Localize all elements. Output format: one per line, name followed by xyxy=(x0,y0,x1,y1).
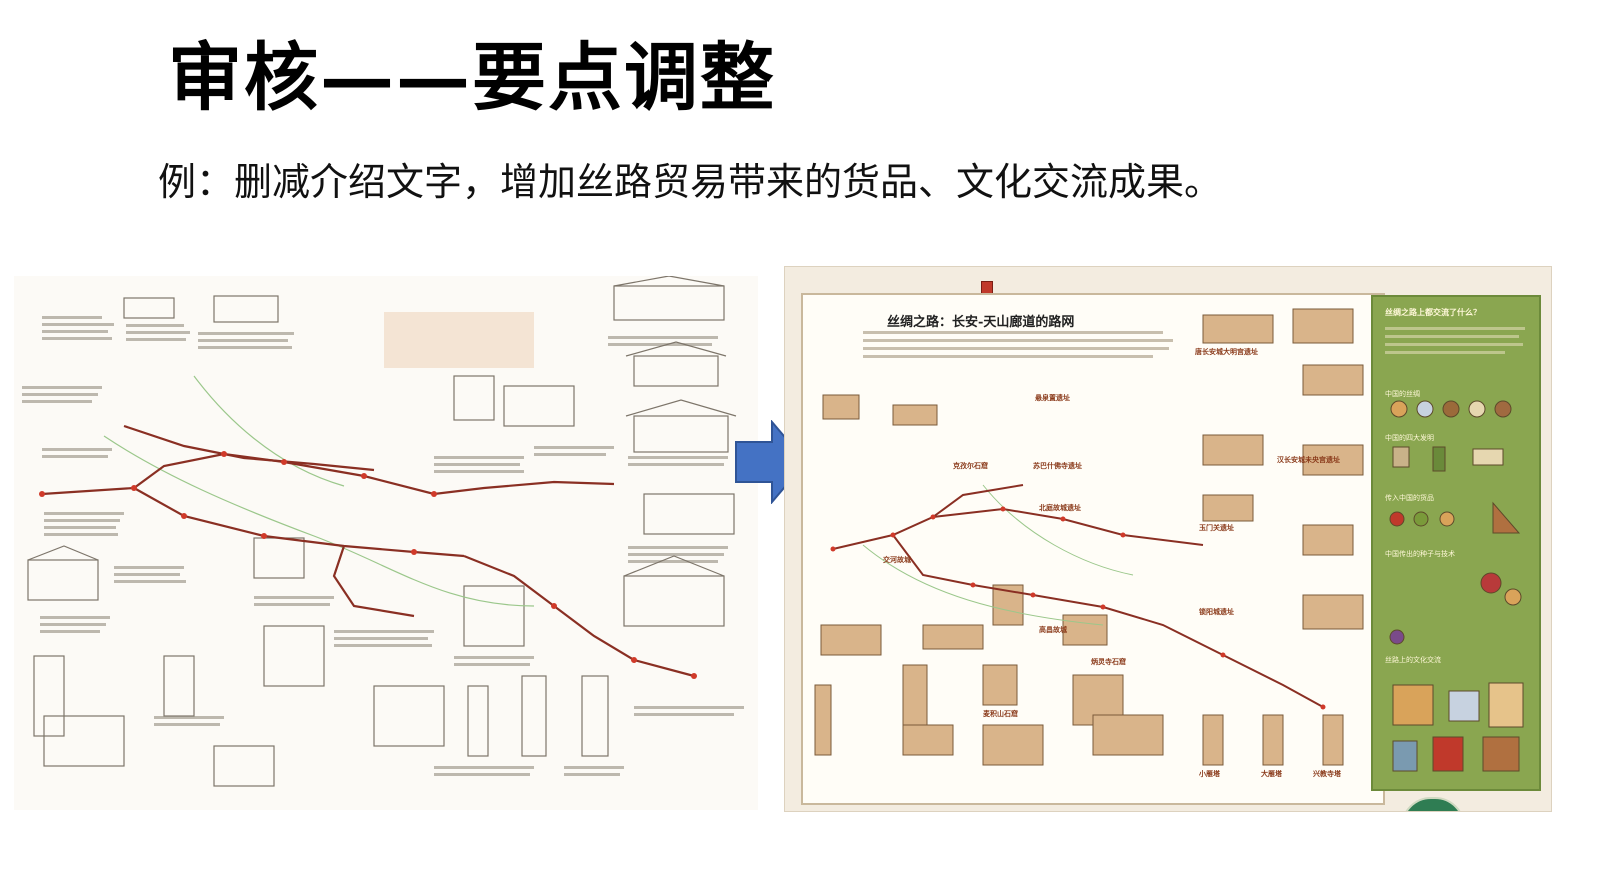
map-before-image xyxy=(14,276,758,810)
panel-section-label: 丝路上的文化交流 xyxy=(1385,656,1441,664)
slide-subtitle: 例：删减介绍文字，增加丝路贸易带来的货品、文化交流成果。 xyxy=(158,160,1223,204)
map-after-main-panel: 丝绸之路：长安-天山廊道的路网 悬泉置遗址 交河故城 高昌故城 北庭故城遗址 苏… xyxy=(801,293,1385,805)
site-label: 锁阳城遗址 xyxy=(1199,608,1234,616)
site-label: 唐长安城大明宫遗址 xyxy=(1195,348,1258,356)
slide-title: 审核——要点调整 xyxy=(168,35,776,121)
site-label: 兴教寺塔 xyxy=(1313,770,1341,778)
site-label: 交河故城 xyxy=(883,556,911,564)
panel-section-label: 中国的丝绸 xyxy=(1385,390,1420,398)
panel-section-label: 中国的四大发明 xyxy=(1385,434,1434,442)
site-label: 汉长安城未央宫遗址 xyxy=(1277,456,1340,464)
map-after-image: 丝绸之路：长安-天山廊道的路网 悬泉置遗址 交河故城 高昌故城 北庭故城遗址 苏… xyxy=(784,266,1552,812)
map-before-illustration xyxy=(22,276,744,787)
panel-section-label: 传入中国的货品 xyxy=(1385,494,1434,502)
site-label: 大雁塔 xyxy=(1261,770,1282,778)
site-label: 麦积山石窟 xyxy=(983,710,1018,718)
panel-illustrations xyxy=(1385,327,1525,772)
site-label: 北庭故城遗址 xyxy=(1039,504,1081,512)
panel-title: 丝绸之路上都交流了什么？ xyxy=(1385,308,1481,317)
site-label: 小雁塔 xyxy=(1199,770,1220,778)
site-label: 玉门关遗址 xyxy=(1199,524,1234,532)
badge-emblem-icon xyxy=(1401,797,1465,811)
panel-section-label: 中国传出的种子与技术 xyxy=(1385,550,1455,558)
exchange-side-panel: 丝绸之路上都交流了什么？ 中国的丝绸 中国的四大发明 传入中国的货品 中国传出的… xyxy=(1371,295,1541,791)
map-after-title: 丝绸之路：长安-天山廊道的路网 xyxy=(887,315,1075,330)
site-label: 高昌故城 xyxy=(1039,626,1067,634)
site-label: 苏巴什佛寺遗址 xyxy=(1033,462,1082,470)
site-label: 悬泉置遗址 xyxy=(1035,394,1070,402)
map-after-illustration xyxy=(814,308,1364,766)
site-label: 炳灵寺石窟 xyxy=(1091,658,1126,666)
site-label: 克孜尔石窟 xyxy=(953,462,988,470)
